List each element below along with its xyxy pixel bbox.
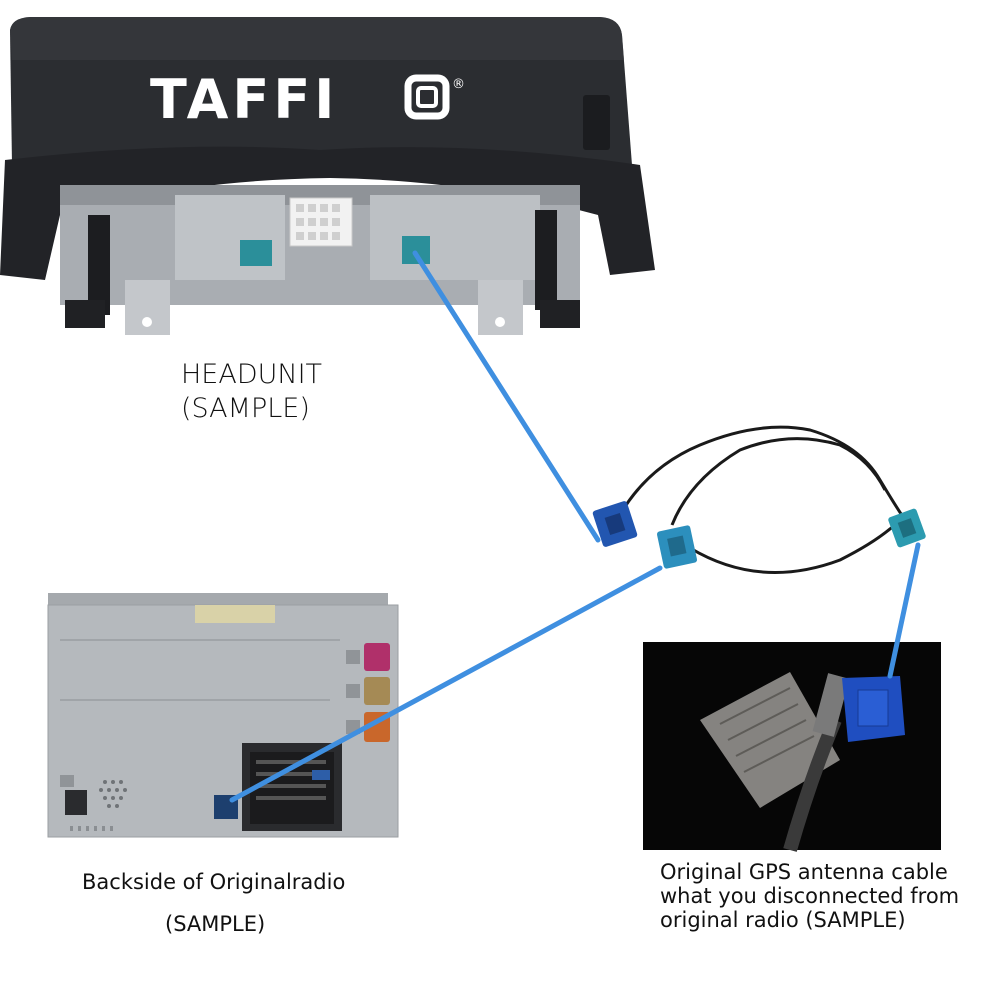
fakra-connector-icon <box>592 501 638 547</box>
fakra-connector-icon <box>888 508 926 548</box>
headunit-device <box>0 17 655 335</box>
line-headunit-to-splitter <box>412 250 601 543</box>
gps-antenna-photo <box>643 642 941 852</box>
radio-label-line2: (SAMPLE) <box>165 912 266 936</box>
gps-label-line2: what you disconnected from <box>660 884 960 908</box>
logo-text: TAFFI <box>150 68 338 131</box>
gps-label-line3: original radio (SAMPLE) <box>660 908 906 932</box>
headunit-label: HEADUNIT (SAMPLE) <box>181 358 322 426</box>
gps-splitter-cable <box>592 425 926 574</box>
line-splitter-to-radio <box>229 565 663 803</box>
gps-label: Original GPS antenna cable what you disc… <box>660 860 959 932</box>
headunit-label-line2: (SAMPLE) <box>181 393 310 424</box>
fakra-connector-icon <box>656 525 698 569</box>
radio-label-line1: Backside of Originalradio <box>82 870 346 894</box>
registered-mark: ® <box>452 77 465 92</box>
line-splitter-to-gps <box>887 542 921 679</box>
connection-lines <box>229 250 921 803</box>
original-radio-device <box>47 593 399 838</box>
taffio-logo: TAFFI ® <box>150 68 465 131</box>
headunit-label-line1: HEADUNIT <box>181 359 323 390</box>
gps-label-line1: Original GPS antenna cable <box>660 860 948 884</box>
